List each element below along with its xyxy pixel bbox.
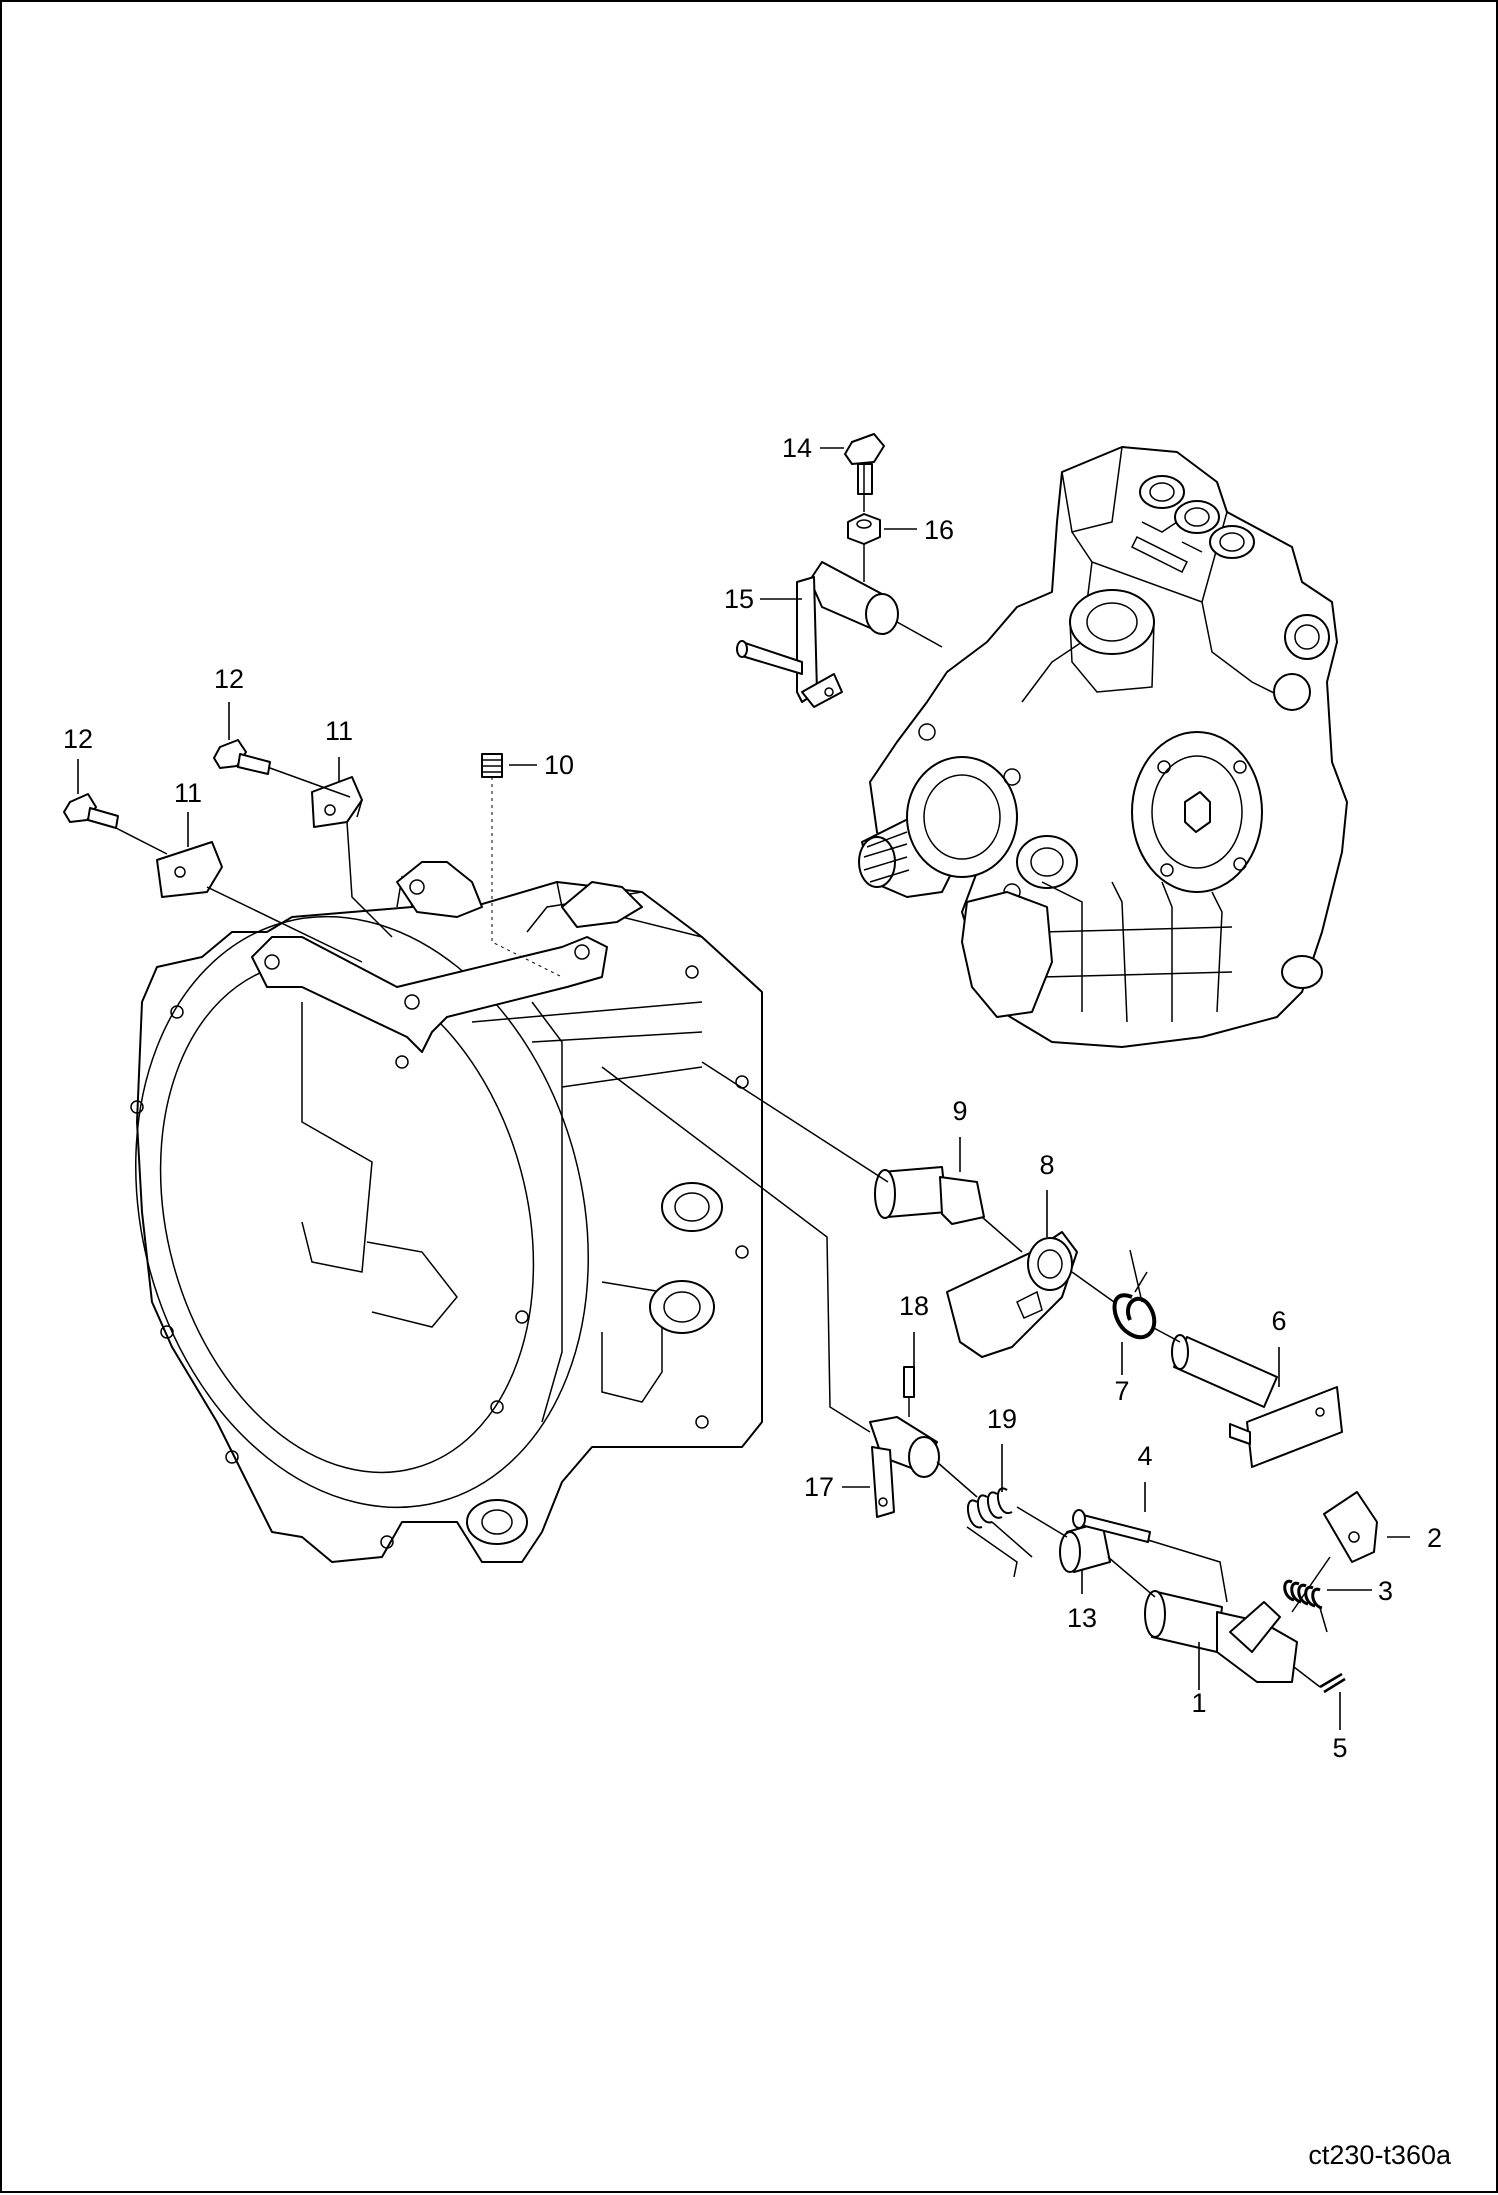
callout-15: 15: [724, 584, 754, 614]
part-4-pin: [1072, 1509, 1151, 1543]
callout-leaders: [77, 447, 1410, 1730]
callout-6: 6: [1271, 1306, 1286, 1336]
part-8-lever-plate: [946, 1231, 1078, 1358]
assembly-lines: [115, 464, 1331, 1688]
part-10-setscrew: [481, 753, 503, 778]
callout-11-lower: 11: [174, 778, 202, 808]
part-12-bolt-upper: [213, 739, 271, 775]
part-11-clip-lower: [156, 841, 223, 898]
callout-11-upper: 11: [325, 716, 353, 746]
callout-labels: 1 2 3 4 5 6 7 8 9 10 11 11 12 12 13 14 1…: [63, 433, 1442, 1763]
drawing-code-label: ct230-t360a: [1308, 2140, 1452, 2170]
hydrostatic-pump: [858, 446, 1348, 1048]
part-19-spring: [966, 1487, 1033, 1578]
part-3-spring: [1283, 1579, 1323, 1610]
part-16-nut: [847, 513, 881, 545]
callout-10: 10: [544, 750, 574, 780]
callout-12-upper: 12: [214, 664, 244, 694]
part-7-torsion-spring: [1112, 1249, 1157, 1340]
callout-13: 13: [1067, 1603, 1097, 1633]
callout-18: 18: [899, 1291, 929, 1321]
callout-14: 14: [782, 433, 812, 463]
callout-5: 5: [1332, 1733, 1347, 1763]
part-12-bolt-lower: [63, 793, 119, 829]
callout-3: 3: [1378, 1576, 1393, 1606]
callout-4: 4: [1137, 1441, 1152, 1471]
part-1-shaft: [1144, 1590, 1298, 1683]
transmission-housing: [130, 861, 763, 1563]
callout-8: 8: [1039, 1150, 1054, 1180]
part-15-lever: [736, 561, 899, 708]
part-2-clip: [1323, 1491, 1378, 1563]
callout-1: 1: [1191, 1688, 1206, 1718]
part-14-bolt: [844, 433, 885, 495]
part-9-bushing: [874, 1166, 985, 1225]
callout-16: 16: [924, 515, 954, 545]
callout-7: 7: [1114, 1376, 1129, 1406]
part-18-pin: [903, 1366, 915, 1398]
callout-2: 2: [1427, 1523, 1442, 1553]
callout-17: 17: [804, 1472, 834, 1502]
part-11-clip-upper: [311, 776, 363, 828]
callout-12-lower: 12: [63, 724, 93, 754]
callout-9: 9: [952, 1096, 967, 1126]
part-5-cotter-pin: [1319, 1672, 1346, 1694]
part-6-shaft: [1171, 1334, 1343, 1468]
callout-19: 19: [987, 1404, 1017, 1434]
part-17-lever: [869, 1416, 940, 1518]
